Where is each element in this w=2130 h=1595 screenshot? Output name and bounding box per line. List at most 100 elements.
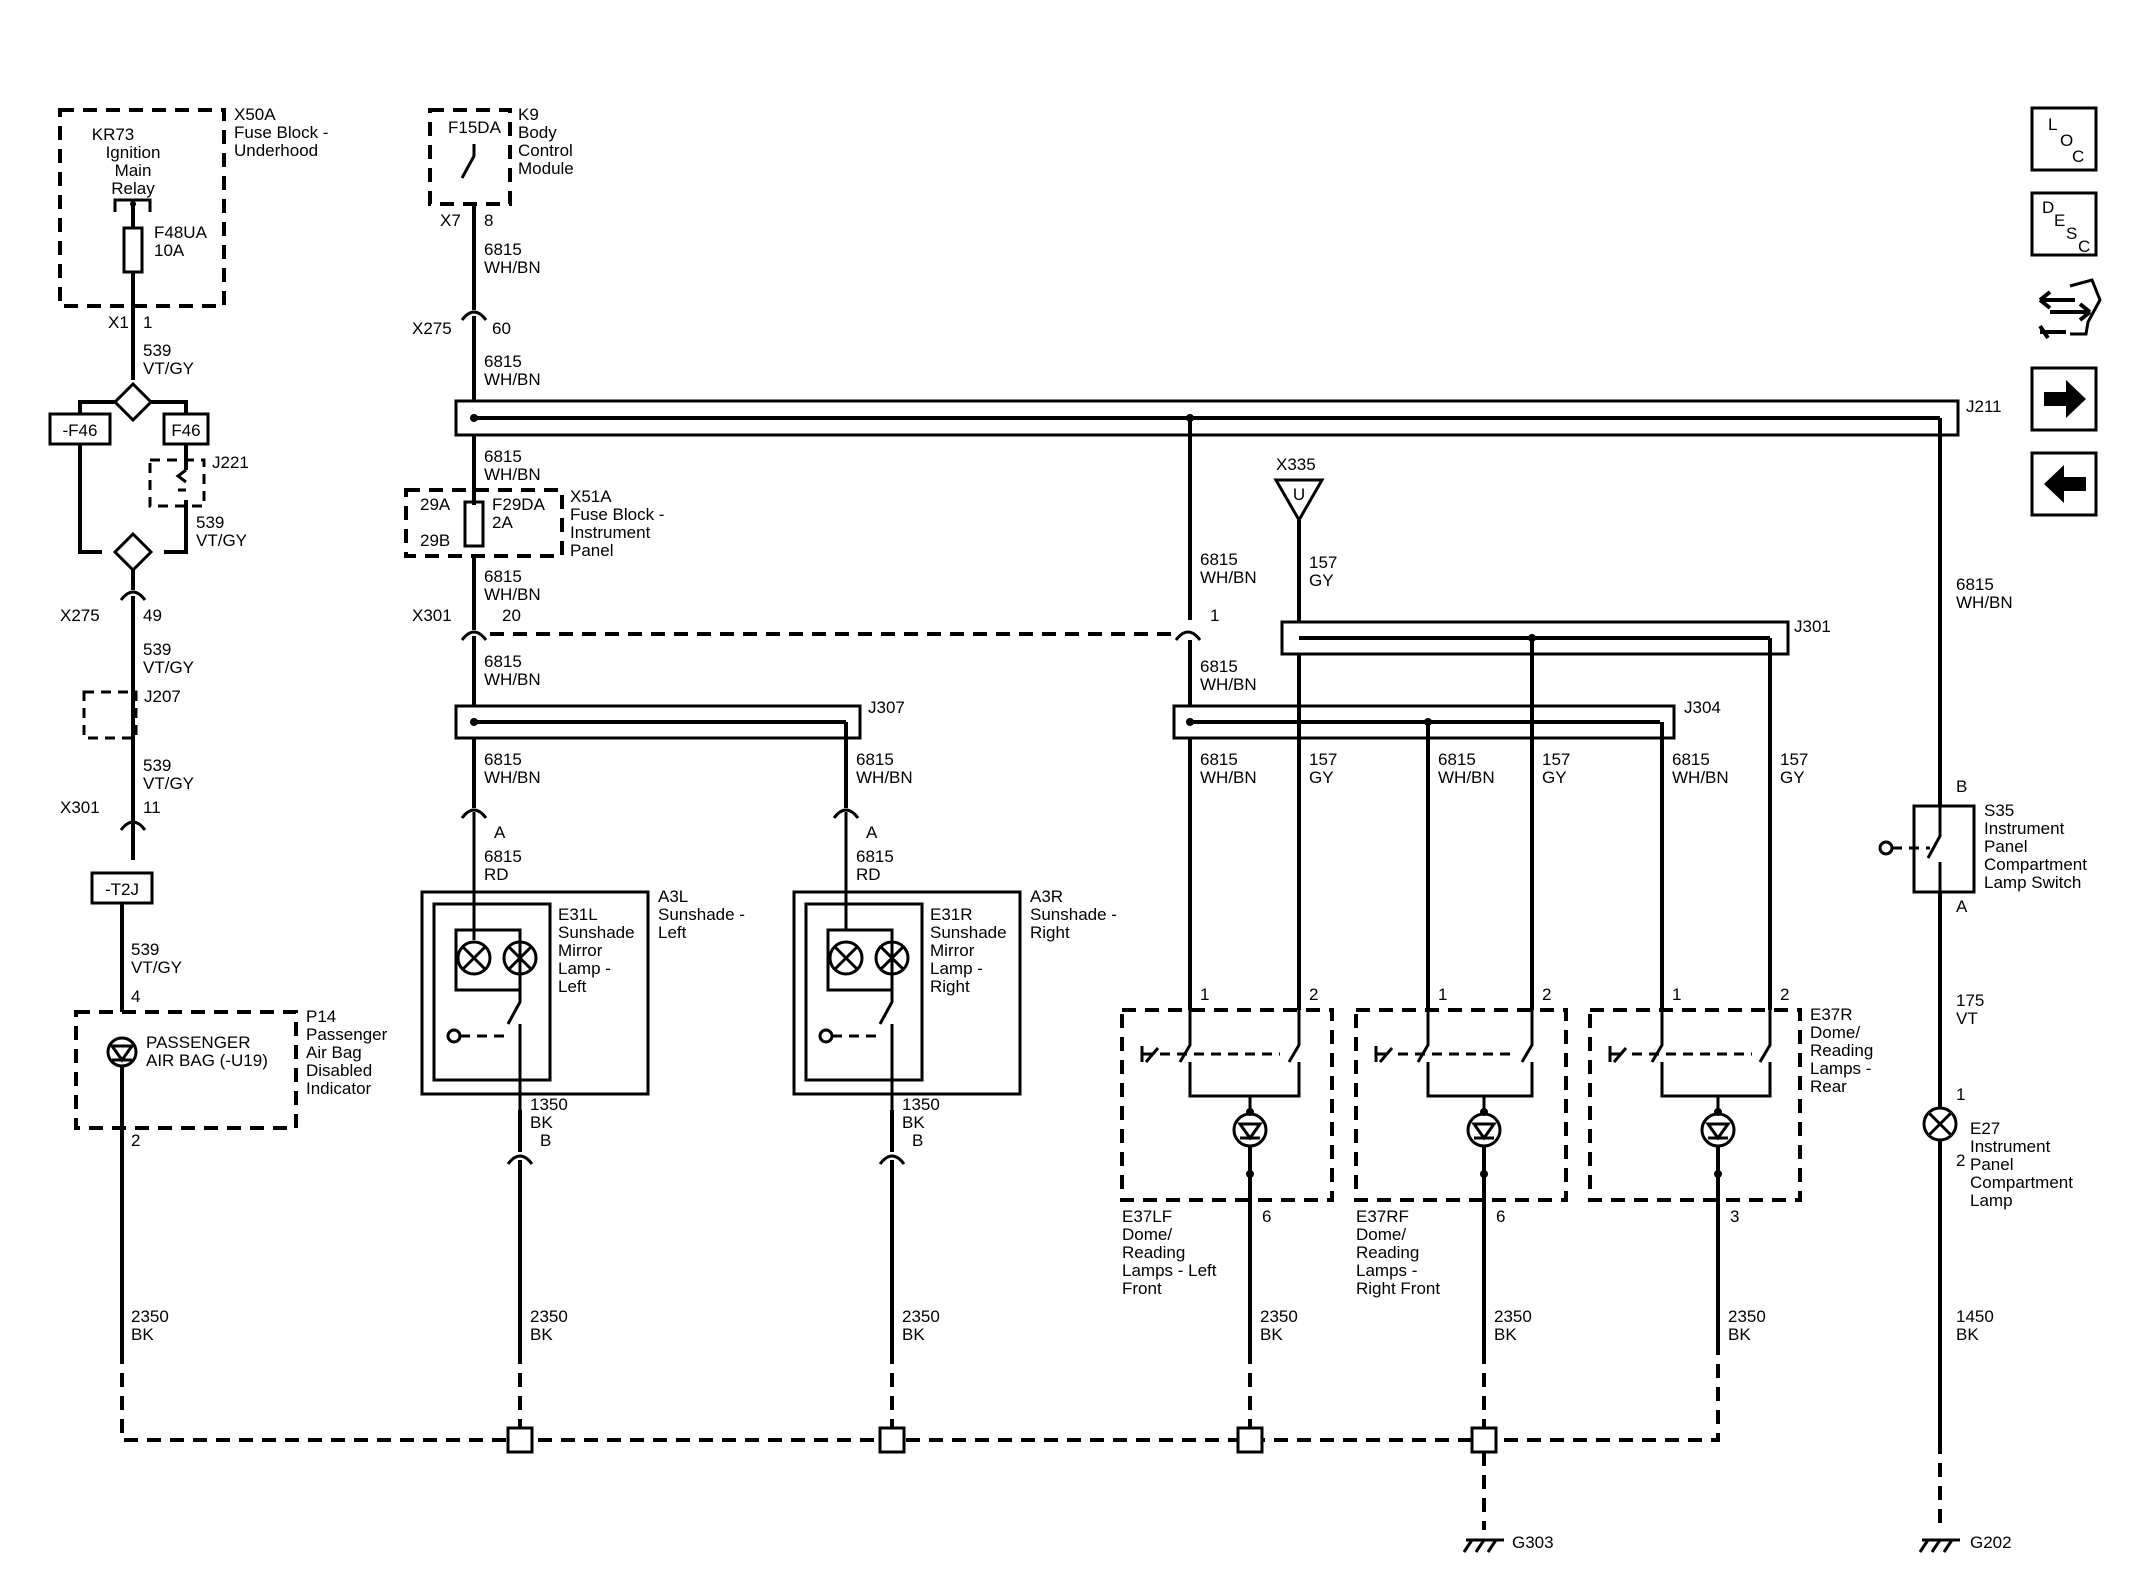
svg-text:-T2J: -T2J [105,880,139,899]
svg-text:1: 1 [1672,985,1681,1004]
svg-text:AIR BAG (-U19): AIR BAG (-U19) [146,1051,268,1070]
splice-bottom [112,531,154,573]
svg-text:1: 1 [143,313,152,332]
svg-text:WH/BN: WH/BN [484,465,541,484]
svg-text:J211: J211 [1966,397,2002,416]
svg-text:Lamp: Lamp [1970,1191,2013,1210]
svg-text:Instrument: Instrument [1984,819,2065,838]
arrow-right-icon [2044,380,2086,418]
connector-tool-icon[interactable] [2038,278,2102,340]
x335-connector: X335 U [1273,455,1325,524]
svg-text:VT/GY: VT/GY [131,958,182,977]
svg-text:6815: 6815 [484,567,522,586]
svg-text:GY: GY [1542,768,1567,787]
previous-page-button[interactable] [2030,451,2098,517]
svg-text:1350: 1350 [902,1095,940,1114]
svg-text:WH/BN: WH/BN [484,585,541,604]
svg-text:L: L [2048,115,2057,134]
svg-text:Compartment: Compartment [1970,1173,2073,1192]
svg-text:F15DA: F15DA [448,118,502,137]
next-page-button[interactable] [2030,366,2098,432]
svg-text:BK: BK [530,1113,553,1132]
svg-text:RD: RD [856,865,881,884]
svg-text:2: 2 [131,1131,140,1150]
svg-text:539: 539 [131,940,159,959]
svg-text:Sunshade: Sunshade [558,923,635,942]
splice-pack-j301 [1280,620,1790,656]
svg-text:6815: 6815 [484,847,522,866]
svg-text:J207: J207 [144,687,181,706]
svg-text:6815: 6815 [484,652,522,671]
svg-text:539: 539 [143,756,171,775]
svg-text:Rear: Rear [1810,1077,1847,1096]
svg-text:29A: 29A [420,495,451,514]
svg-text:Control: Control [518,141,573,160]
svg-text:B: B [1956,777,1967,796]
connector-f46 [162,412,210,446]
svg-text:O: O [2060,131,2073,150]
svg-text:Dome/: Dome/ [1810,1023,1860,1042]
svg-text:Reading: Reading [1356,1243,1419,1262]
svg-text:A3L: A3L [658,887,688,906]
svg-text:6815: 6815 [484,750,522,769]
svg-text:1350: 1350 [530,1095,568,1114]
svg-text:J221: J221 [212,453,249,472]
svg-text:WH/BN: WH/BN [1672,768,1729,787]
svg-text:Compartment: Compartment [1984,855,2087,874]
svg-text:2A: 2A [492,513,513,532]
svg-text:Lamps - Left: Lamps - Left [1122,1261,1217,1280]
svg-text:Sunshade: Sunshade [930,923,1007,942]
svg-text:C: C [2072,147,2084,166]
svg-text:157: 157 [1309,750,1337,769]
svg-text:WH/BN: WH/BN [1956,593,2013,612]
svg-text:2350: 2350 [902,1307,940,1326]
svg-text:Lamp -: Lamp - [558,959,611,978]
svg-text:G202: G202 [1970,1533,2012,1552]
splice-pack-j304 [1172,704,1676,740]
svg-text:2: 2 [1309,985,1318,1004]
desc-button[interactable]: D E S C [2030,191,2098,257]
svg-text:PASSENGER: PASSENGER [146,1033,251,1052]
g202-ground-icon [1918,1538,1960,1553]
svg-text:J307: J307 [868,698,905,717]
svg-text:KR73: KR73 [92,125,135,144]
svg-text:A3R: A3R [1030,887,1063,906]
svg-text:E31R: E31R [930,905,973,924]
svg-text:Relay: Relay [111,179,155,198]
svg-text:6815: 6815 [856,847,894,866]
svg-text:3: 3 [1730,1207,1739,1226]
svg-text:B: B [912,1131,923,1150]
k9-bcm: F15DA [428,108,512,206]
svg-text:X51A: X51A [570,487,612,506]
svg-text:X301: X301 [412,606,452,625]
svg-text:2350: 2350 [530,1307,568,1326]
svg-text:J301: J301 [1794,617,1831,636]
svg-text:Fuse Block -: Fuse Block - [570,505,664,524]
svg-text:Dome/: Dome/ [1122,1225,1172,1244]
svg-text:BK: BK [1728,1325,1751,1344]
svg-text:Reading: Reading [1810,1041,1873,1060]
svg-text:Body: Body [518,123,557,142]
svg-text:6815: 6815 [1200,750,1238,769]
svg-text:E37LF: E37LF [1122,1207,1172,1226]
svg-text:E37R: E37R [1810,1005,1853,1024]
svg-text:WH/BN: WH/BN [1438,768,1495,787]
svg-text:BK: BK [1494,1325,1517,1344]
svg-text:Left: Left [658,923,687,942]
loc-button[interactable]: L O C [2030,106,2098,172]
svg-text:J304: J304 [1684,698,1721,717]
svg-text:Reading: Reading [1122,1243,1185,1262]
splice-top [112,381,154,423]
svg-text:2: 2 [1956,1151,1965,1170]
svg-text:539: 539 [143,640,171,659]
svg-text:Fuse Block -: Fuse Block - [234,123,328,142]
svg-text:Sunshade -: Sunshade - [658,905,745,924]
svg-text:6815: 6815 [1438,750,1476,769]
a3r-sunshade-right: E31R Sunshade Mirror Lamp - Right [792,812,1022,1110]
svg-text:Dome/: Dome/ [1356,1225,1406,1244]
svg-text:VT/GY: VT/GY [143,359,194,378]
svg-text:1: 1 [1956,1085,1965,1104]
svg-text:Ignition: Ignition [106,143,161,162]
x51a-fuse-block: 29A 29B F29DA 2A [404,488,564,558]
